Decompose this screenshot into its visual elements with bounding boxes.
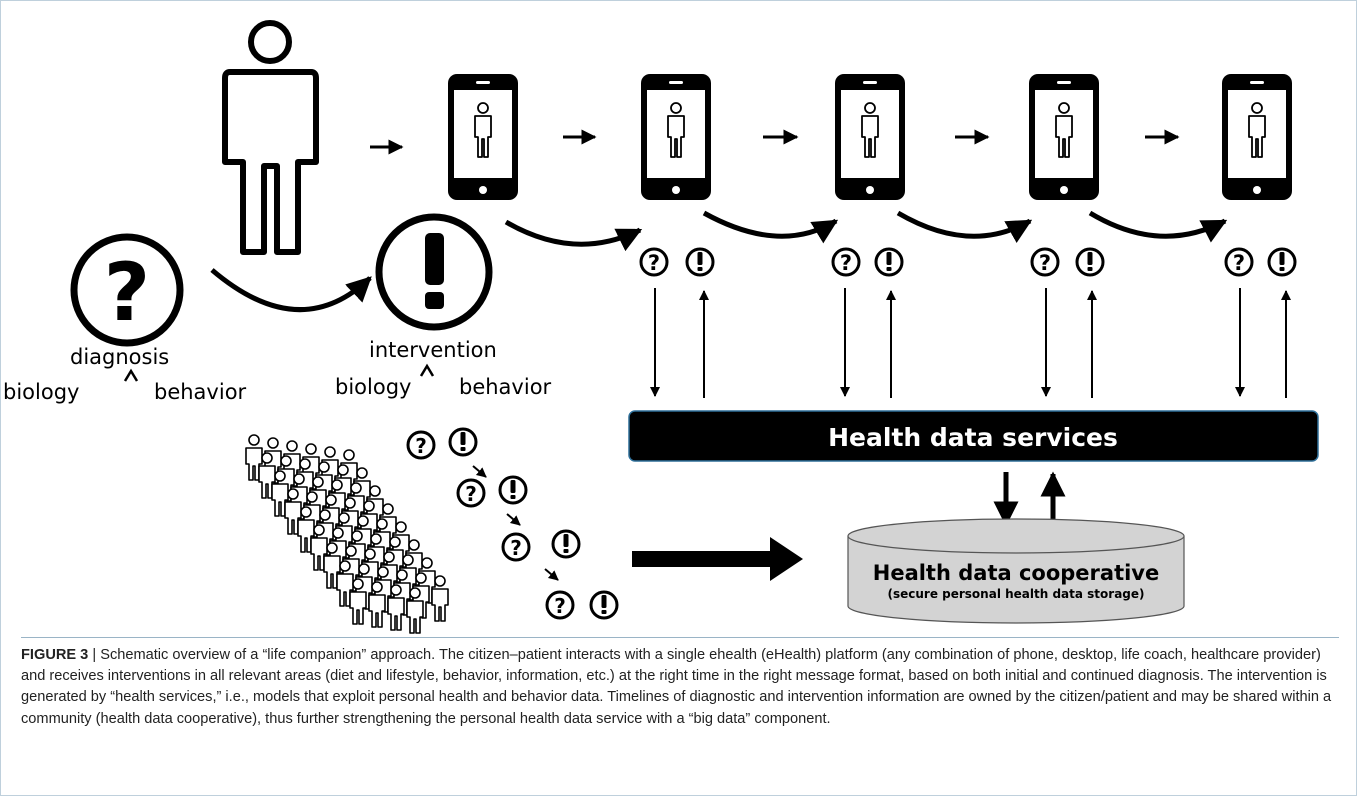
phone-icon-3 <box>834 73 906 201</box>
service-data-arrows <box>650 288 1291 398</box>
svg-text:?: ? <box>465 482 477 506</box>
crowd-to-coop-arrow <box>632 537 803 581</box>
phone-curve-1 <box>504 219 643 252</box>
svg-text:?: ? <box>415 434 427 458</box>
person-icon <box>222 20 319 255</box>
svg-text:?: ? <box>104 246 150 339</box>
health-data-services-label: Health data services <box>828 423 1118 452</box>
diagram: ? diagnosis biology behavior interventio… <box>3 20 1319 634</box>
svg-text:?: ? <box>648 251 660 275</box>
crowd-diagnosis-sequence: ? ? ? ? <box>406 427 619 620</box>
diagnosis-biology-label: biology <box>3 380 79 404</box>
diagnosis-intervention-pair-1: ? <box>639 247 715 277</box>
health-data-cooperative-cylinder: Health data cooperative (secure personal… <box>847 518 1185 624</box>
figure-caption: FIGURE 3 | Schematic overview of a “life… <box>21 645 1341 730</box>
diagnosis-to-intervention-arrow <box>210 268 372 312</box>
intervention-label: intervention <box>369 338 497 362</box>
phone-curve-4 <box>1088 210 1228 243</box>
caption-text: Schematic overview of a “life companion”… <box>21 647 1332 727</box>
health-data-services-bar: Health data services <box>628 410 1319 462</box>
caption-separator: | <box>88 647 101 663</box>
health-data-cooperative-subtitle: (secure personal health data storage) <box>887 587 1144 601</box>
health-data-cooperative-title: Health data cooperative <box>873 561 1159 585</box>
phone-icon-1 <box>447 73 519 201</box>
diagnosis-intervention-pair-4: ? <box>1224 247 1297 277</box>
phone-icon-4 <box>1028 73 1100 201</box>
intervention-behavior-label: behavior <box>459 375 552 399</box>
phone-curve-2 <box>702 210 839 244</box>
question-icon: ? <box>70 233 184 347</box>
diagnosis-label: diagnosis <box>70 345 169 369</box>
svg-text:?: ? <box>1233 251 1245 275</box>
diagnosis-intervention-pair-3: ? <box>1030 247 1105 277</box>
diagnosis-split-arrows <box>123 368 139 382</box>
svg-text:?: ? <box>554 594 566 618</box>
phone-icon-5 <box>1221 73 1293 201</box>
intervention-split-arrows <box>419 363 435 377</box>
svg-text:?: ? <box>510 536 522 560</box>
diagnosis-intervention-pair-2: ? <box>831 247 904 277</box>
phone-icon-2 <box>640 73 712 201</box>
caption-divider <box>21 637 1339 638</box>
crowd-icon <box>245 434 449 634</box>
figure-label: FIGURE 3 <box>21 647 89 663</box>
phone-curve-3 <box>896 210 1033 243</box>
diagnosis-behavior-label: behavior <box>154 380 247 404</box>
svg-text:?: ? <box>1039 251 1051 275</box>
svg-text:?: ? <box>840 251 852 275</box>
exclamation-icon <box>375 213 493 331</box>
intervention-biology-label: biology <box>335 375 411 399</box>
